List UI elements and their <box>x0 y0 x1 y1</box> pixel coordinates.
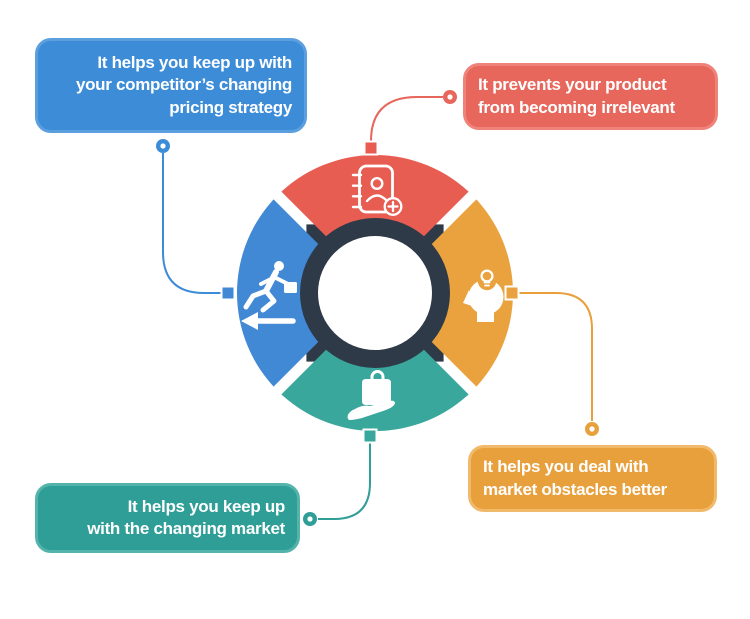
callout-text-line: your competitor’s changing <box>75 75 292 95</box>
callout-text-line: It helps you keep up with <box>97 53 292 73</box>
callout-product-relevance: It prevents your product from becoming i… <box>463 63 718 130</box>
callout-text-line: from becoming irrelevant <box>478 97 675 117</box>
connector-line <box>519 292 593 421</box>
callout-text-line: market obstacles better <box>483 479 667 499</box>
callout-text-line: pricing strategy <box>169 97 292 117</box>
wheel-anchor-square-left <box>220 285 236 301</box>
contact-book-add-icon <box>351 164 403 216</box>
box-anchor-dot-teal <box>303 512 317 526</box>
wheel-anchor-square-bottom <box>362 428 378 444</box>
callout-text-line: It prevents your product <box>478 75 667 95</box>
callout-text-line: It helps you keep up <box>127 496 286 516</box>
connector-line <box>370 96 443 142</box>
callout-changing-market: It helps you keep up with the changing m… <box>35 483 300 553</box>
segment-top <box>277 155 473 240</box>
hub-hole <box>318 236 432 350</box>
connector-line <box>162 153 221 294</box>
connector-market-obstacles <box>519 292 593 421</box>
connector-line <box>318 443 371 520</box>
box-anchor-dot-red <box>443 90 457 104</box>
segmented-wheel <box>237 155 513 431</box>
callout-text-line: with the changing market <box>87 519 285 538</box>
connector-changing-market <box>318 443 371 520</box>
running-businessman-icon <box>241 261 297 330</box>
segment-left <box>237 195 322 391</box>
wheel-anchor-square-right <box>504 285 520 301</box>
hand-shopping-bag-icon <box>347 370 395 420</box>
box-anchor-dot-orange <box>585 422 599 436</box>
connector-product-relevance <box>370 96 443 142</box>
callout-market-obstacles: It helps you deal with market obstacles … <box>468 445 717 512</box>
callout-pricing-strategy: It helps you keep up with your competito… <box>35 38 307 133</box>
head-lightbulb-icon <box>463 269 504 322</box>
wheel-anchor-square-top <box>363 140 379 156</box>
connector-pricing-strategy <box>162 153 221 294</box>
box-anchor-dot-blue <box>156 139 170 153</box>
callout-text-line: It helps you deal with <box>483 457 649 477</box>
connector-endpoints <box>156 90 599 526</box>
